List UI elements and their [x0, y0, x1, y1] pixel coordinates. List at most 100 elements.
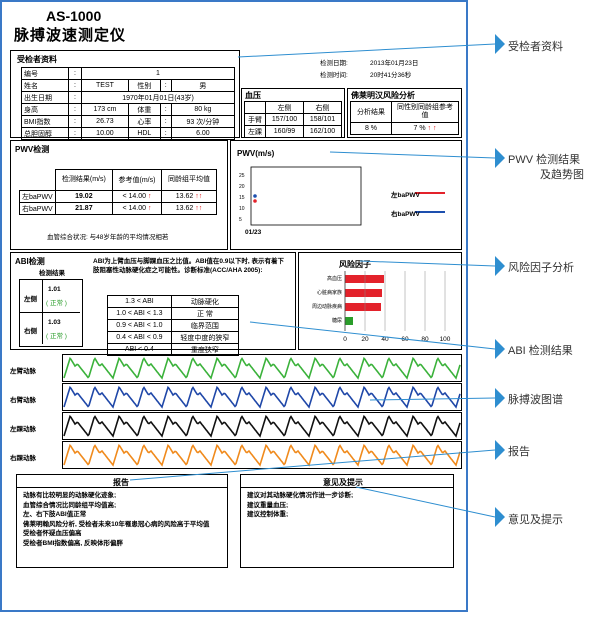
table-cell: :: [68, 127, 82, 140]
report-line: 受检者怀疑血压偏高: [23, 530, 82, 537]
abi-description: ABI为上臂血压与脚踝血压之比值。ABI值在0.9以下时, 表示有着下肢阻塞性动…: [93, 258, 285, 274]
waveform-label: 右臂动脉: [10, 397, 36, 404]
abi-right-status: ( 正常 ): [46, 333, 67, 340]
abi-section: ABI检测 检测结果 左侧 1.01 ( 正常 ) 右侧 1.03 ( 正常 )…: [10, 252, 296, 356]
callout-arrow-icon: [495, 148, 505, 168]
table-cell: 7 % ↑ ↑: [391, 122, 459, 135]
table-cell: 6.00: [170, 127, 236, 140]
table-row: 总胆固醇 : 10.00 HDL : 6.00: [21, 127, 236, 140]
waveform-row: 左踝动脉: [2, 412, 462, 440]
pwv-tick-label: 15: [239, 195, 245, 201]
callout-subject: 受检者资料: [508, 41, 563, 53]
blood-pressure-title: 血压: [245, 91, 261, 100]
waveform-label: 左臂动脉: [10, 368, 36, 375]
exam-time-value: 20时41分36秒: [370, 72, 412, 79]
callout-arrow-icon: [495, 440, 505, 460]
table-row: 出生日期 : 1970年01月01日(43岁): [21, 91, 235, 104]
arrow-up-icon: ↑: [148, 205, 152, 212]
callout-risk: 风险因子分析: [508, 262, 574, 274]
advice-section: 意见及提示 建议对其动脉硬化情况作进一步诊断; 建议重量血压; 建议控制体重;: [240, 474, 454, 568]
pwv-comment: 血管综合状况: 与48岁年龄的平均情况相若: [47, 234, 169, 241]
callout-line-report: [129, 449, 496, 481]
callout-line-abi: [249, 321, 496, 350]
waveform-chart: [62, 383, 462, 411]
callout-pwv: PWV 检测结果: [508, 154, 581, 166]
risk-tick-label: 100: [440, 336, 451, 343]
risk-label: 糖尿: [332, 317, 342, 324]
pwv-trend-date: 01/23: [245, 229, 262, 236]
framingham-ref-value: 7 %: [413, 125, 426, 132]
pwv-section: PWV检测 检测结果(m/s) 参考值(m/s) 同龄组平均值 左baPWV 1…: [10, 140, 228, 250]
table-row: 8 % 7 % ↑ ↑: [350, 122, 459, 135]
callout-line-subject: [237, 43, 496, 58]
pwv-tick-label: 10: [239, 206, 245, 212]
callout-line-wave: [369, 397, 496, 401]
risk-tick-label: 40: [381, 336, 389, 343]
waveform-trace: [63, 443, 461, 467]
pwv-tick-label: 20: [239, 184, 245, 190]
risk-label: 高血压: [327, 275, 342, 282]
abi-right-label: 右侧: [24, 328, 37, 335]
exam-time-label: 检测时间:: [320, 72, 348, 79]
page-title: 脉搏波速测定仪: [14, 27, 127, 44]
waveform-trace: [63, 385, 461, 409]
callout-wave: 脉搏波图谱: [508, 394, 563, 406]
device-model: AS-1000: [46, 8, 102, 24]
subject-title: 受检者资料: [17, 55, 57, 64]
report-section: 报告 动脉有比较明显的动脉硬化迹象; 血管综合情况比同龄组平均值高; 左、右下肢…: [16, 474, 228, 568]
risk-bar: [345, 317, 353, 325]
pwv-ref: < 14.00: [122, 205, 147, 212]
risk-tick-label: 80: [421, 336, 429, 343]
waveform-row: 左臂动脉: [2, 354, 462, 382]
waveform-label: 右踝动脉: [10, 455, 36, 462]
abi-right-value: 1.03: [48, 319, 61, 326]
arrow-up-icon: ↑: [198, 193, 203, 200]
pwv-avg: 13.62: [175, 205, 194, 212]
table-cell: 21.87: [54, 202, 113, 215]
callout-abi: ABI 检测结果: [508, 345, 573, 357]
waveform-chart: [62, 354, 462, 382]
callout-arrow-icon: [495, 388, 505, 408]
arrow-up-icon: ↑: [148, 193, 152, 200]
table-cell: 162/100: [303, 125, 342, 138]
table-row: 分析结果 同性别同龄组参考值: [350, 101, 459, 123]
callout-arrow-icon: [495, 339, 505, 359]
pwv-trend-title: PWV(m/s): [237, 149, 275, 158]
framingham-title: 佛莱明汉风险分析: [351, 91, 415, 100]
report-page: AS-1000 脉搏波速测定仪 受检者资料 编号 : 1 姓名 : TEST 性…: [0, 0, 468, 612]
blood-pressure-table: 左侧 右侧 手臂 157/100 158/101 左踝 160/99 162/1…: [244, 101, 342, 138]
callout-arrow-icon: [495, 256, 505, 276]
table-row: 身高 : 173 cm 体重 : 80 kg: [21, 103, 236, 116]
table-cell: < 14.00 ↑: [111, 202, 163, 215]
framingham-table: 分析结果 同性别同龄组参考值 8 % 7 % ↑ ↑: [350, 101, 459, 135]
abi-title: ABI检测: [15, 257, 45, 266]
callout-arrow-icon: [495, 507, 505, 527]
arrow-up-icon: ↑ ↑: [427, 125, 437, 132]
risk-bar: [345, 289, 382, 297]
table-row: 左baPWV 19.02 < 14.00 ↑ 13.62 ↑↑: [19, 190, 217, 203]
pwv-table: 检测结果(m/s) 参考值(m/s) 同龄组平均值 左baPWV 19.02 <…: [19, 169, 217, 215]
advice-title: 意见及提示: [323, 478, 363, 487]
exam-date-value: 2013年01月23日: [370, 60, 419, 67]
advice-line: 建议重量血压;: [247, 501, 289, 509]
table-cell: 10.00: [81, 127, 129, 140]
abi-left-label: 左侧: [24, 296, 37, 303]
pwv-point-right: [253, 194, 257, 198]
risk-title: 风险因子: [339, 260, 371, 269]
risk-bar: [345, 275, 384, 283]
callout-line-risk: [359, 260, 496, 267]
arrow-up-icon: ↑: [195, 205, 199, 212]
arrow-up-icon: ↑: [198, 205, 203, 212]
waveform-chart: [62, 441, 462, 469]
table-cell: 右baPWV: [19, 202, 56, 215]
table-row: BMI指数 : 26.73 心率 : 93 次/分钟: [21, 115, 236, 128]
risk-tick-label: 20: [361, 336, 369, 343]
callout-advice: 意见及提示: [508, 514, 563, 526]
arrow-up-icon: ↑: [195, 193, 199, 200]
risk-tick-label: 0: [343, 336, 347, 343]
